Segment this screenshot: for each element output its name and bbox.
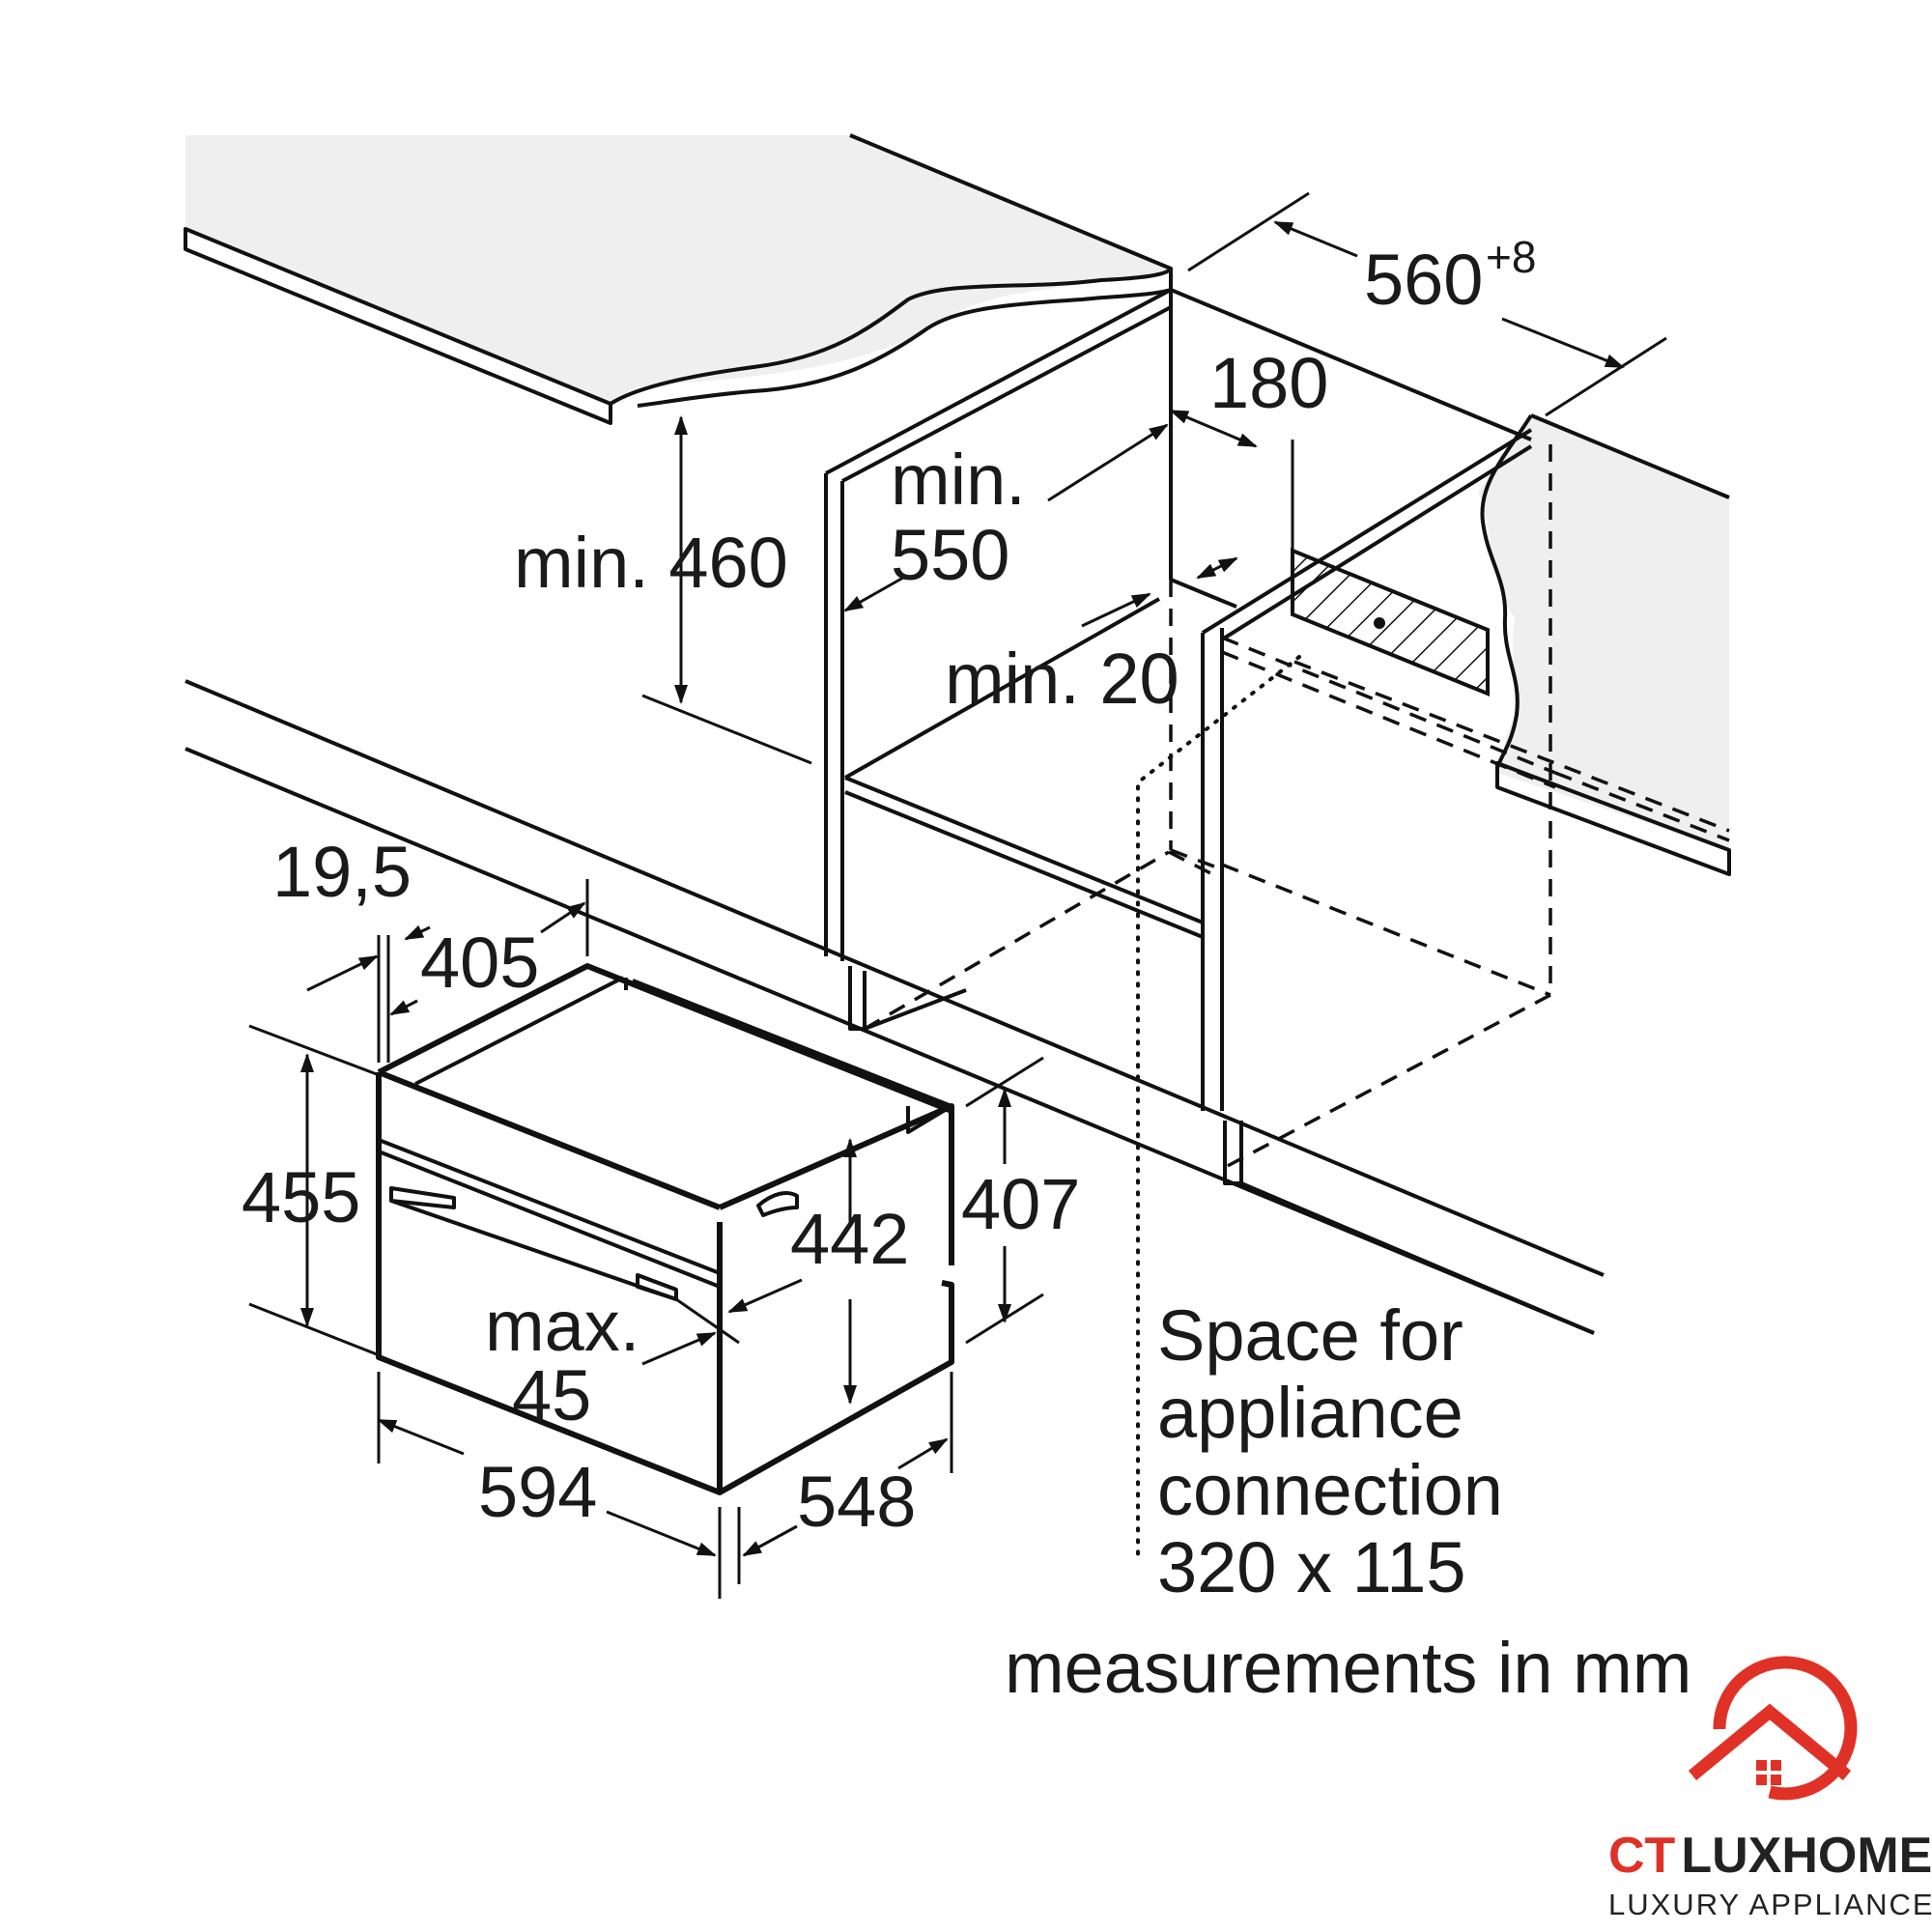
min-gap-label: min. 20 [945,639,1179,719]
appliance-depth-label: 548 [797,1462,916,1542]
cabinet-drawing [184,133,1731,1557]
dimension-lines [248,191,1667,1599]
appliance-width-label: 594 [478,1452,597,1532]
connection-note-line4: 320 x 115 [1157,1527,1466,1607]
min-depth-label-line2: 550 [891,515,1009,595]
frame-thickness-label: 19,5 [272,832,412,912]
connection-offset-label: 180 [1209,343,1328,423]
appliance-height-label: 455 [242,1157,360,1237]
connection-note-line2: appliance [1157,1373,1463,1453]
house-logo-icon [1688,1656,1858,1801]
niche-width-label: 560 [1364,240,1483,320]
connection-note-line1: Space for [1157,1295,1463,1376]
max-projection-label-line1: max. [485,1286,639,1366]
inner-width-label: 405 [420,923,539,1003]
connection-note-line3: connection [1157,1450,1503,1530]
notes: Space for appliance connection 320 x 115… [1005,1295,1691,1708]
max-projection-label-line2: 45 [512,1355,591,1435]
logo-tagline: LUXURY APPLIANCES [1608,1888,1932,1921]
depth-height-label: 442 [790,1199,909,1279]
niche-width-tolerance: +8 [1486,232,1536,282]
dimension-labels: 560 +8 180 min. 460 min. 550 min. 20 19,… [242,232,1536,1542]
min-height-label: min. 460 [514,523,788,603]
body-height-label: 407 [961,1164,1080,1244]
logo-brand-part1: CT [1608,1828,1676,1884]
min-depth-label-line1: min. [891,440,1026,520]
logo-brand-part2: LUXHOME [1681,1828,1932,1884]
units-note: measurements in mm [1005,1628,1691,1708]
